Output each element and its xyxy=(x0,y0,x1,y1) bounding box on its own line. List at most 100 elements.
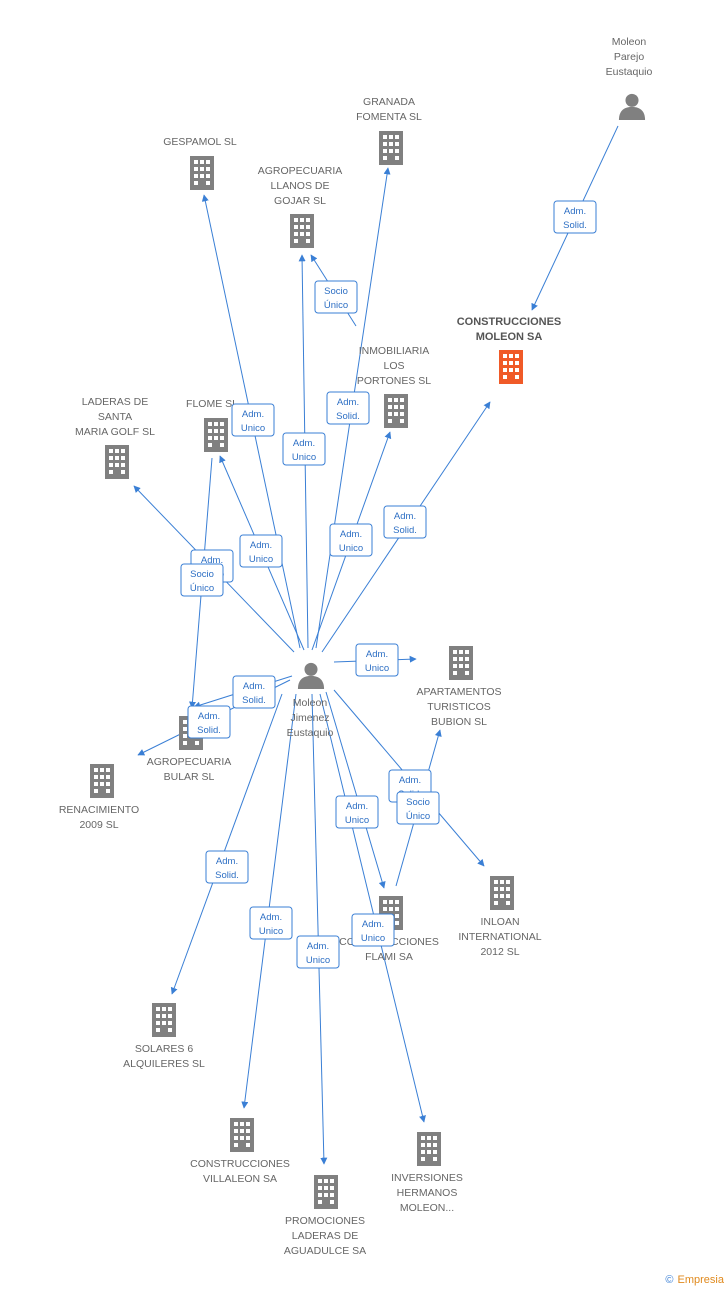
building-icon xyxy=(90,764,114,798)
edge-role-badge[interactable]: Adm. Solid. xyxy=(187,705,231,739)
node-label-line: SOLARES 6 xyxy=(135,1043,194,1055)
edge-role-badge[interactable]: Adm.Unico xyxy=(335,795,379,829)
edge-role-text: Adm. xyxy=(216,856,238,867)
person-icon xyxy=(297,662,325,689)
nodes-layer: MoleonParejoEustaquioMoleonJimenezEustaq… xyxy=(59,36,653,1257)
edge-role-badge[interactable]: Adm.Solid. xyxy=(326,391,370,425)
edge-role-text: Socio xyxy=(406,797,430,808)
edge-role-text: Adm. xyxy=(340,529,362,540)
edge-role-text: Solid. xyxy=(197,725,221,736)
person-icon xyxy=(618,93,646,120)
node-label-line: GOJAR SL xyxy=(274,195,326,207)
node-flome[interactable]: FLOME SL xyxy=(186,398,238,452)
edge-role-text: Adm. xyxy=(260,912,282,923)
node-agropecuaria_llanos[interactable]: AGROPECUARIA LLANOS DE GOJAR SL xyxy=(258,165,343,248)
node-label-line: Eustaquio xyxy=(287,727,334,739)
edge-role-text: Único xyxy=(406,811,430,822)
node-label-line: Jimenez xyxy=(290,712,329,724)
edge-role-text: Adm. xyxy=(293,438,315,449)
node-label-line: RENACIMIENTO xyxy=(59,804,139,816)
building-icon xyxy=(449,646,473,680)
edge-moleon_jimenez-to-promociones_laderas xyxy=(311,693,328,1165)
edge-role-text: Unico xyxy=(292,452,316,463)
building-icon xyxy=(314,1175,338,1209)
node-label-line: GESPAMOL SL xyxy=(163,136,237,148)
edge-role-badge[interactable]: Adm.Solid. xyxy=(383,505,427,539)
edge-role-badge[interactable]: Adm. Unico xyxy=(282,432,326,466)
node-label-line: PORTONES SL xyxy=(357,375,431,387)
edge-role-text: Unico xyxy=(241,423,265,434)
node-label-line: INMOBILIARIA xyxy=(359,345,430,357)
edge-role-text: Único xyxy=(190,583,214,594)
building-icon xyxy=(105,445,129,479)
edge-role-badge[interactable]: Adm. Unico xyxy=(355,643,399,677)
node-label-line: CONSTRUCCIONES xyxy=(457,316,562,328)
node-agropecuaria_bular[interactable]: AGROPECUARIA BULAR SL xyxy=(147,716,232,783)
edge-role-badge[interactable]: Adm.Unico xyxy=(329,523,373,557)
node-label-line: Moleon xyxy=(293,697,328,709)
edge-role-badge[interactable]: Adm.Unico xyxy=(351,913,395,947)
edge-role-badge[interactable]: Adm.Solid. xyxy=(232,675,276,709)
node-label-line: LADERAS DE xyxy=(82,396,149,408)
node-label-line: SANTA xyxy=(98,411,132,423)
edge-role-badge[interactable]: Adm.Unico xyxy=(296,935,340,969)
edge-role-badge[interactable]: Adm.Solid. xyxy=(553,200,597,234)
edge-role-text: Adm. xyxy=(198,711,220,722)
node-label-line: INLOAN xyxy=(480,916,519,928)
node-label-line: Parejo xyxy=(614,51,645,63)
edge-role-text: Adm. xyxy=(250,540,272,551)
node-label-line: APARTAMENTOS xyxy=(417,686,502,698)
node-label-line: AGROPECUARIA xyxy=(258,165,343,177)
node-label-line: MOLEON SA xyxy=(476,331,543,343)
node-gespamol[interactable]: GESPAMOL SL xyxy=(163,136,237,190)
edge-role-text: Adm. xyxy=(201,555,223,566)
edge-role-text: Adm. xyxy=(564,206,586,217)
edge-role-text: Unico xyxy=(361,933,385,944)
node-label-line: PROMOCIONES xyxy=(285,1215,365,1227)
node-label-line: 2009 SL xyxy=(79,819,118,831)
node-label-line: TURISTICOS xyxy=(427,701,491,713)
building-icon xyxy=(152,1003,176,1037)
node-inversiones_hermanos[interactable]: INVERSIONESHERMANOSMOLEON... xyxy=(391,1132,463,1214)
node-label-line: MARIA GOLF SL xyxy=(75,426,155,438)
node-label-line: AGROPECUARIA xyxy=(147,756,232,768)
node-label-line: Moleon xyxy=(612,36,647,48)
edge-role-badge[interactable]: Adm. Unico xyxy=(231,403,275,437)
node-renacimiento[interactable]: RENACIMIENTO 2009 SL xyxy=(59,764,139,831)
edge-role-text: Unico xyxy=(365,663,389,674)
building-icon xyxy=(499,350,523,384)
edge-role-text: Adm. xyxy=(366,649,388,660)
edge-role-badge[interactable]: Adm. Unico xyxy=(239,534,283,568)
edge-role-text: Adm. xyxy=(399,775,421,786)
edge-role-badge[interactable]: Adm.Unico xyxy=(249,906,293,940)
node-label-line: CONSTRUCCIONES xyxy=(190,1158,290,1170)
building-icon xyxy=(417,1132,441,1166)
building-icon xyxy=(379,131,403,165)
edge-role-badge[interactable]: Adm.Solid. xyxy=(205,850,249,884)
edge-role-text: Solid. xyxy=(393,525,417,536)
node-label-line: Eustaquio xyxy=(606,66,653,78)
node-construcciones_moleon[interactable]: CONSTRUCCIONES MOLEON SA xyxy=(457,316,562,384)
node-label-line: FLOME SL xyxy=(186,398,238,410)
node-label-line: LLANOS DE xyxy=(271,180,330,192)
edge-role-text: Unico xyxy=(249,554,273,565)
edge-role-text: Adm. xyxy=(243,681,265,692)
footer-brand[interactable]: ©Empresia xyxy=(665,1274,724,1286)
node-label-line: 2012 SL xyxy=(480,946,519,958)
node-laderas_santa_maria[interactable]: LADERAS DE SANTA MARIA GOLF SL xyxy=(75,396,155,479)
edge-role-text: Adm. xyxy=(242,409,264,420)
node-label-line: BULAR SL xyxy=(164,771,215,783)
copyright-icon: © xyxy=(665,1274,674,1286)
